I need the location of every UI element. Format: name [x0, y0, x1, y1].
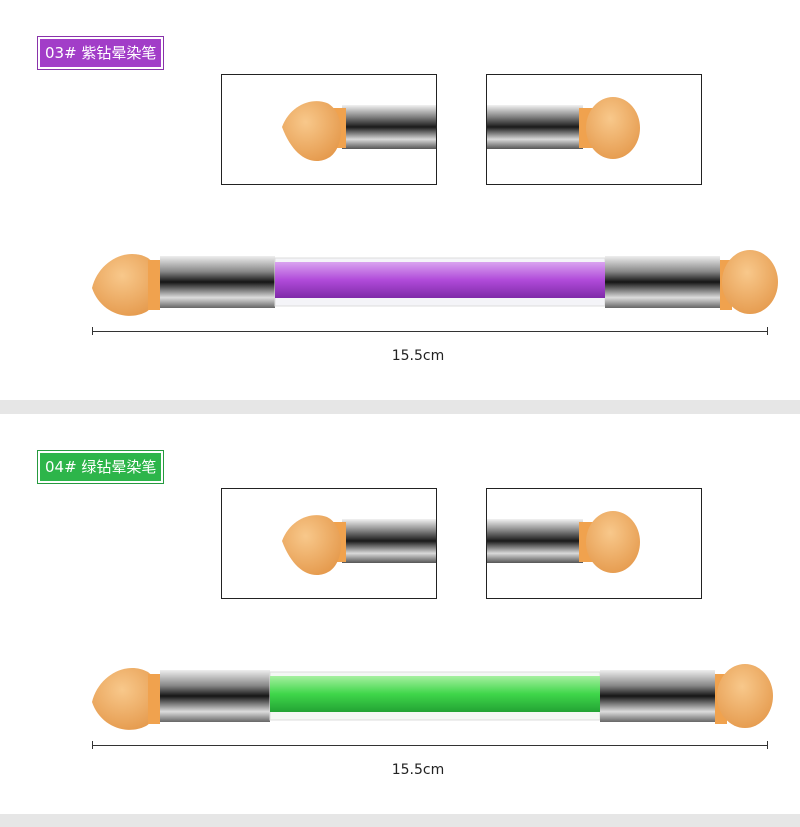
detail-zoom-right — [486, 74, 702, 185]
metal-ferrule-icon — [487, 105, 583, 149]
section-divider — [0, 814, 800, 827]
crystal-filling — [270, 676, 600, 712]
sponge-tip-icon — [722, 250, 778, 314]
metal-ferrule-icon — [160, 670, 270, 722]
product-section-purple: 03# 紫钻晕染笔 — [0, 0, 800, 400]
metal-ferrule-icon — [160, 256, 275, 308]
metal-ferrule-icon — [605, 256, 720, 308]
product-label-tag: 03# 紫钻晕染笔 — [37, 36, 165, 70]
sponge-tip-icon — [92, 667, 160, 730]
length-label: 15.5cm — [391, 762, 445, 778]
sponge-tip-icon — [282, 515, 341, 576]
crystal-filling — [275, 262, 605, 298]
pen-illustration — [80, 654, 780, 738]
sponge-tip-icon — [586, 97, 640, 159]
metal-ferrule-icon — [342, 519, 436, 563]
detail-zoom-right — [486, 488, 702, 599]
length-measure — [92, 741, 768, 749]
product-label-tag: 04# 绿钻晕染笔 — [37, 450, 165, 484]
metal-ferrule-icon — [487, 519, 583, 563]
sponge-tip-icon — [586, 511, 640, 573]
length-measure — [92, 327, 768, 335]
detail-zoom-left — [221, 488, 437, 599]
pen-illustration — [80, 240, 780, 324]
sponge-tip-icon — [717, 664, 773, 728]
sponge-tip-icon — [92, 253, 160, 316]
product-section-green: 04# 绿钻晕染笔 — [0, 414, 800, 814]
section-divider — [0, 400, 800, 414]
sponge-tip-icon — [282, 101, 341, 162]
length-label: 15.5cm — [391, 348, 445, 364]
detail-zoom-left — [221, 74, 437, 185]
metal-ferrule-icon — [600, 670, 715, 722]
metal-ferrule-icon — [342, 105, 436, 149]
